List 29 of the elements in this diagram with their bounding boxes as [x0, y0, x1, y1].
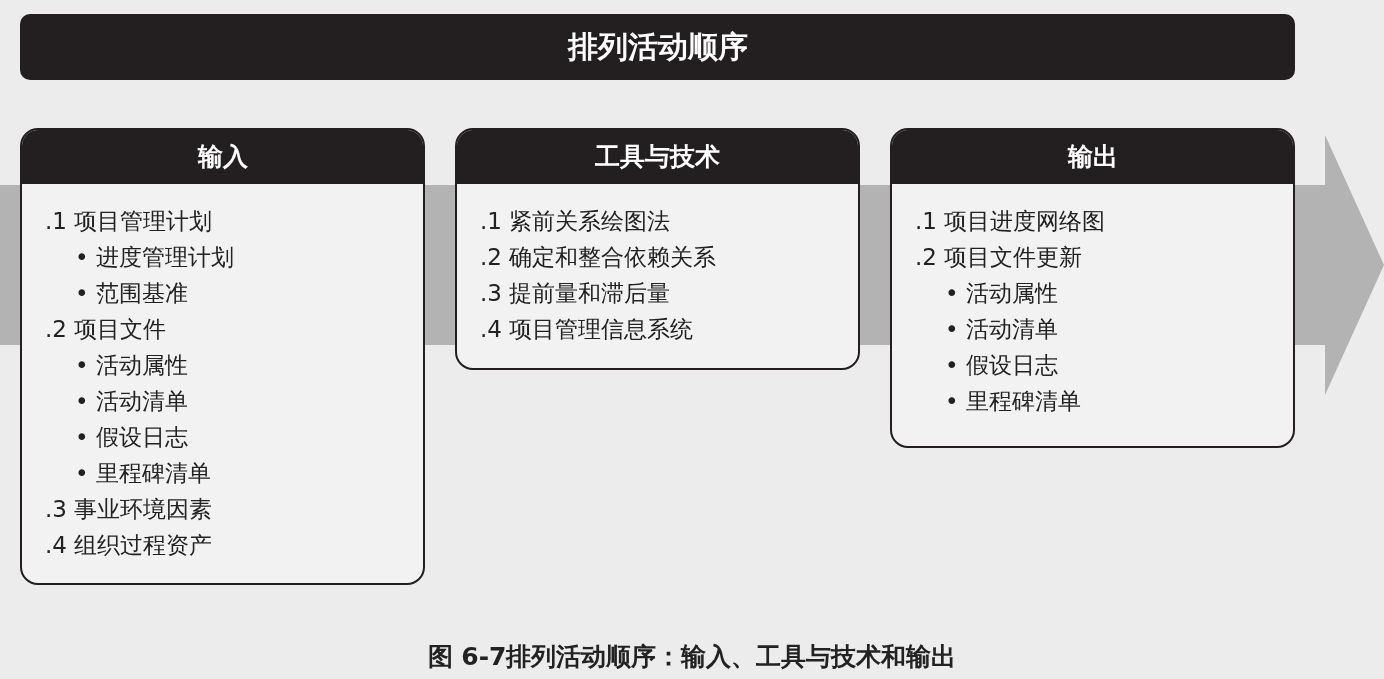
- bullet-item: • 里程碑清单: [945, 387, 1081, 416]
- numbered-item: .1 项目管理计划: [45, 207, 213, 236]
- numbered-item: .1 项目进度网络图: [915, 207, 1106, 236]
- numbered-item: .1 紧前关系绘图法: [480, 207, 671, 236]
- numbered-item: .3 提前量和滞后量: [480, 279, 671, 308]
- numbered-item: .2 项目文件: [45, 315, 167, 344]
- panel-header: 输入: [22, 130, 423, 184]
- bullet-item: • 活动属性: [75, 351, 188, 380]
- bullet-item: • 范围基准: [75, 279, 188, 308]
- numbered-item: .4 组织过程资产: [45, 531, 213, 560]
- numbered-item: .2 项目文件更新: [915, 243, 1083, 272]
- bullet-item: • 假设日志: [945, 351, 1058, 380]
- numbered-item: .4 项目管理信息系统: [480, 315, 694, 344]
- panel-box: [455, 128, 860, 370]
- panel-header: 工具与技术: [457, 130, 858, 184]
- bullet-item: • 活动清单: [945, 315, 1058, 344]
- bullet-item: • 活动属性: [945, 279, 1058, 308]
- numbered-item: .2 确定和整合依赖关系: [480, 243, 717, 272]
- panel-box: [890, 128, 1295, 448]
- title-bar: [20, 14, 1295, 80]
- figure-caption: 图 6-7排列活动顺序：输入、工具与技术和输出: [426, 641, 958, 673]
- numbered-item: .3 事业环境因素: [45, 495, 213, 524]
- title-text: 排列活动顺序: [567, 27, 748, 66]
- bullet-item: • 活动清单: [75, 387, 188, 416]
- bullet-item: • 假设日志: [75, 423, 188, 452]
- bullet-item: • 里程碑清单: [75, 459, 211, 488]
- panel-header: 输出: [892, 130, 1293, 184]
- panel-box: [20, 128, 425, 585]
- bullet-item: • 进度管理计划: [75, 243, 234, 272]
